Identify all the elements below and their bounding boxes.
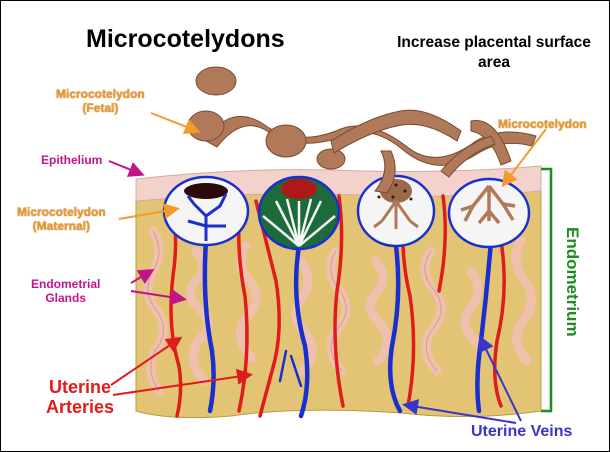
label-uterine-arteries: Uterine Arteries: [46, 377, 114, 417]
page-title: Microcotelydons: [86, 25, 285, 54]
endometrium-bracket: [541, 169, 551, 411]
subtitle: Increase placental surface area: [389, 33, 599, 73]
label-microcotelydon-fetal: Microcotelydon (Fetal): [56, 87, 145, 115]
label-microcotelydon-maternal: Microcotelydon (Maternal): [17, 205, 106, 233]
label-endometrium: Endometrium: [565, 227, 579, 337]
label-uterine-veins: Uterine Veins: [471, 425, 572, 439]
label-microcotelydon-right: Microcotelydon: [498, 117, 587, 131]
label-epithelium: Epithelium: [41, 153, 102, 167]
label-endometrial-glands: Endometrial Glands: [31, 277, 100, 305]
arrow-epithelium: [109, 161, 141, 174]
maternal-microcotelydon-3: [358, 176, 434, 246]
maternal-microcotelydon-4: [449, 179, 529, 247]
maternal-microcotelydon-2: [259, 177, 339, 249]
maternal-microcotelydon-1: [164, 177, 248, 245]
